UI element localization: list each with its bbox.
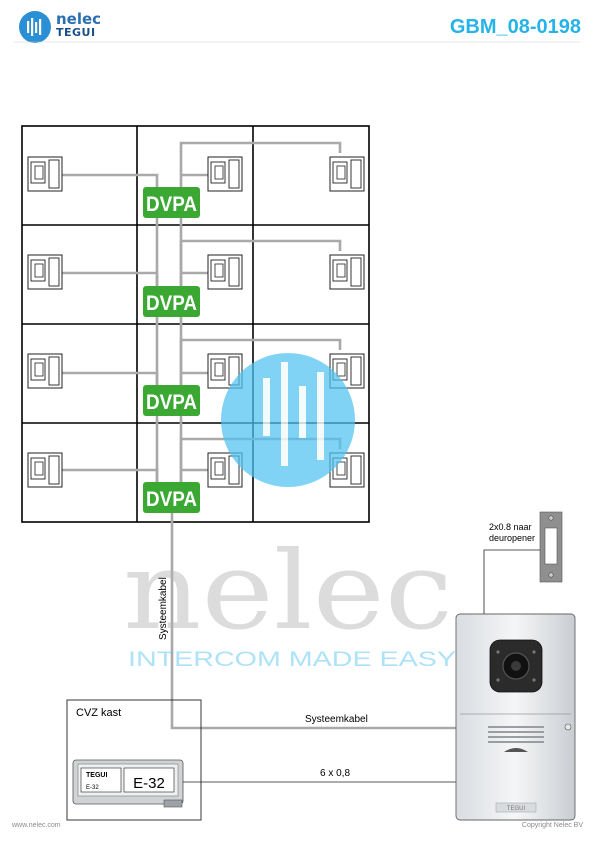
monitor-icon: [329, 156, 365, 192]
watermark: nelec INTERCOM MADE EASY: [123, 353, 456, 671]
monitor-icon: [207, 156, 243, 192]
power-supply: TEGUI E-32 E-32: [72, 759, 184, 808]
monitor-icon: [329, 254, 365, 290]
monitor-icon: [27, 452, 63, 488]
document-code: GBM_08-0198: [449, 16, 581, 38]
dvpa-module: DVPA: [143, 482, 200, 513]
brand-sub: TEGUI: [56, 26, 96, 39]
dvpa-module: DVPA: [143, 187, 200, 218]
cvz-cabinet: [66, 699, 202, 821]
door-opener-label-line1: 2x0.8 naar: [489, 522, 532, 532]
system-cable-label-vertical: Systeemkabel: [158, 577, 169, 640]
psu-model-large: E-32: [133, 775, 165, 792]
monitor-icon: [27, 353, 63, 389]
system-cable-label: Systeemkabel: [305, 714, 368, 725]
footer-copyright: Copyright Nelec BV: [521, 822, 583, 829]
dvpa-module: DVPA: [143, 385, 200, 416]
panel-brand: TEGUI: [507, 806, 526, 812]
building-grid: [21, 125, 370, 523]
dvpa-modules: DVPA DVPA DVPA DVPA: [143, 187, 200, 513]
screw-icon: [548, 572, 554, 578]
outdoor-panel: TEGUI: [455, 613, 576, 821]
screw-icon: [564, 723, 572, 731]
watermark-tagline: INTERCOM MADE EASY: [128, 648, 456, 671]
door-opener: 2x0.8 naar deuropener: [483, 511, 563, 614]
footer-website: www.nelec.com: [12, 822, 61, 829]
dvpa-label: DVPA: [146, 292, 197, 315]
cvz-cabinet-label: CVZ kast: [76, 707, 121, 719]
monitor-icon: [207, 254, 243, 290]
cable-lines: [61, 141, 456, 730]
monitor-icon: [27, 254, 63, 290]
brand-name: nelec: [56, 10, 102, 28]
screw-icon: [548, 515, 554, 521]
cable-6x08-label: 6 x 0,8: [320, 768, 350, 779]
psu-brand: TEGUI: [86, 772, 107, 779]
call-button-icon: [504, 748, 528, 752]
dvpa-label: DVPA: [146, 488, 197, 511]
watermark-word: nelec: [123, 529, 453, 654]
dvpa-module: DVPA: [143, 286, 200, 317]
brand-logo-icon: [19, 11, 51, 43]
door-opener-label-line2: deuropener: [489, 533, 535, 543]
speaker-grille-icon: [488, 726, 544, 743]
monitor-icon: [27, 156, 63, 192]
dvpa-label: DVPA: [146, 391, 197, 414]
dvpa-label: DVPA: [146, 193, 197, 216]
psu-model-small: E-32: [86, 785, 99, 791]
